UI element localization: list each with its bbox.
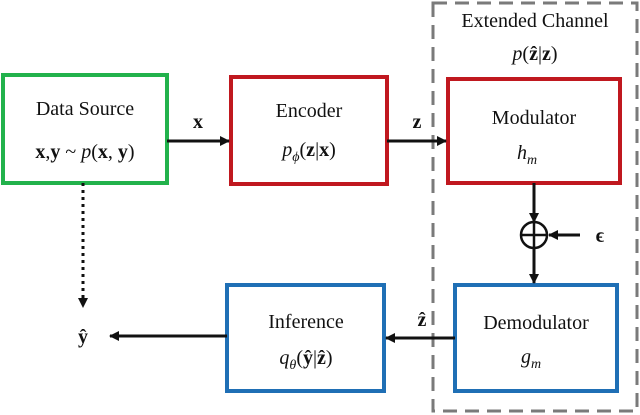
demodulator-title: Demodulator — [483, 312, 589, 334]
modulator-function: hm — [517, 142, 537, 168]
encoder-distribution: pϕ(z|x) — [280, 139, 336, 165]
inference-distribution: qθ(ŷ|ẑ) — [279, 347, 332, 373]
arrow-z-label: z — [413, 111, 422, 133]
arrow-zhat-label: ẑ — [418, 309, 427, 331]
data-source-block — [1, 73, 169, 185]
output-yhat-label: ŷ — [78, 326, 88, 348]
arrow-x-label: x — [193, 111, 203, 133]
extended-channel-title: Extended Channel — [461, 10, 609, 32]
extended-channel-region — [431, 1, 639, 413]
inference-title: Inference — [268, 311, 344, 333]
data-source-title: Data Source — [36, 98, 134, 120]
data-source-distribution: x,y ~ p(x, y) — [35, 141, 134, 163]
encoder-block — [229, 75, 389, 186]
noise-epsilon-label: ϵ — [596, 225, 605, 247]
adder-icon — [519, 220, 549, 250]
inference-block — [225, 283, 386, 393]
encoder-title: Encoder — [276, 100, 343, 122]
demodulator-function: gm — [521, 346, 541, 372]
modulator-block — [446, 77, 622, 185]
modulator-title: Modulator — [492, 107, 577, 129]
demodulator-block — [453, 283, 619, 393]
extended-channel-distribution: p(ẑ|z) — [510, 43, 557, 65]
